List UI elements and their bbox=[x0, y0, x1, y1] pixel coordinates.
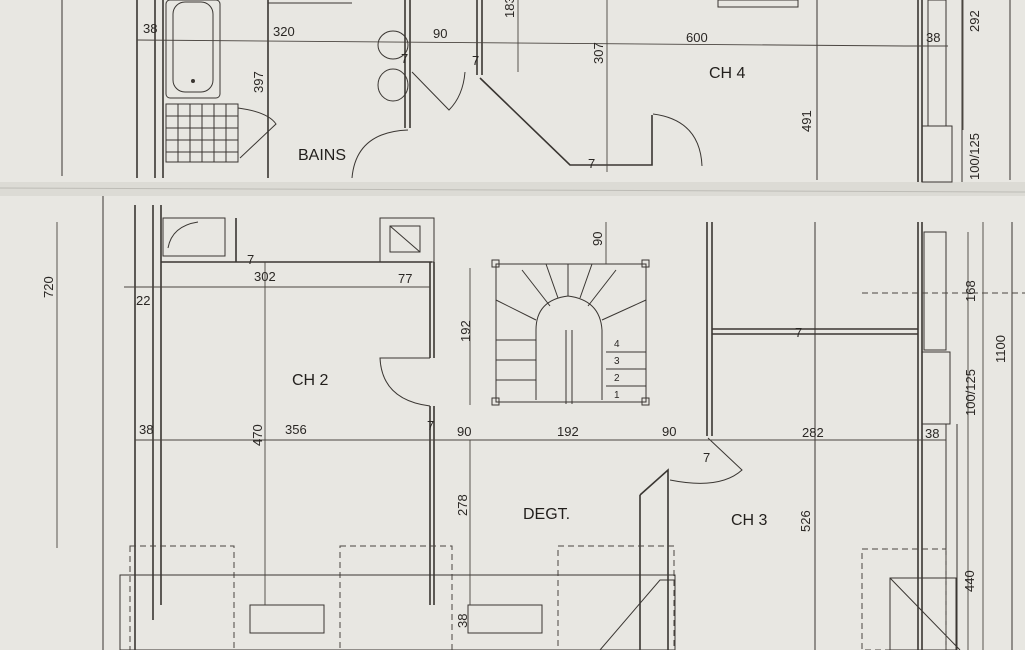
lower-plan: 720 302 77 22 192 90 38 470 356 90 192 9… bbox=[41, 196, 1025, 650]
bathtub bbox=[165, 0, 221, 99]
dim-label: 470 bbox=[250, 424, 265, 446]
dim-label: 307 bbox=[591, 42, 606, 64]
dim-label: 1100 bbox=[993, 335, 1008, 363]
dim-label: 440 bbox=[962, 570, 977, 592]
dim-label: 292 bbox=[967, 10, 982, 32]
room-label-ch3: CH 3 bbox=[731, 512, 768, 529]
dim-label: 100/125 bbox=[967, 133, 982, 180]
closet-door bbox=[411, 71, 466, 111]
dim-label: 77 bbox=[398, 271, 412, 286]
dim-label: 356 bbox=[285, 422, 307, 437]
dim-label: 7 bbox=[472, 53, 479, 68]
dim-label: 491 bbox=[799, 110, 814, 132]
stair-step-number: 2 bbox=[614, 373, 620, 384]
dim-label: 7 bbox=[588, 156, 595, 171]
dim-label: 38 bbox=[139, 422, 153, 437]
dim-label: 90 bbox=[433, 26, 447, 41]
dim-label: 192 bbox=[557, 424, 579, 439]
stair-step-number: 3 bbox=[614, 356, 620, 367]
windows bbox=[119, 545, 961, 650]
dim-label: 38 bbox=[455, 614, 470, 628]
shower bbox=[162, 217, 226, 257]
room-label-bains: BAINS bbox=[298, 147, 346, 164]
stair-step-number: 4 bbox=[614, 339, 620, 350]
dim-label: 282 bbox=[802, 425, 824, 440]
dim-label: 7 bbox=[795, 325, 802, 340]
dim-label: 720 bbox=[41, 276, 56, 298]
dim-label: 526 bbox=[798, 510, 813, 532]
dim-label: 100/125 bbox=[963, 369, 978, 416]
room-label-ch4: CH 4 bbox=[709, 65, 746, 82]
dim-label: 38 bbox=[143, 21, 157, 36]
dim-label: 90 bbox=[457, 424, 471, 439]
dim-label: 7 bbox=[427, 418, 434, 433]
dim-label: 7 bbox=[247, 252, 254, 267]
stair-step-number: 1 bbox=[614, 390, 620, 401]
room-label-degt: DEGT. bbox=[523, 506, 570, 523]
staircase bbox=[491, 259, 650, 406]
upper-plan: 38 320 90 183 307 600 491 38 292 100/125… bbox=[61, 0, 1011, 183]
shower-tiles bbox=[165, 103, 277, 163]
dim-label: 7 bbox=[703, 450, 710, 465]
dim-label: 7 bbox=[401, 51, 408, 66]
sinks bbox=[377, 30, 409, 102]
dim-label: 22 bbox=[136, 293, 150, 308]
sheet-gap bbox=[0, 182, 1025, 196]
dim-label: 90 bbox=[590, 232, 605, 246]
dim-label: 600 bbox=[686, 30, 708, 45]
dim-label: 183 bbox=[502, 0, 517, 18]
dim-label: 320 bbox=[273, 24, 295, 39]
dim-label: 192 bbox=[458, 320, 473, 342]
room-label-ch2: CH 2 bbox=[292, 372, 329, 389]
dim-label: 278 bbox=[455, 494, 470, 516]
dim-label: 38 bbox=[925, 426, 939, 441]
dim-label: 90 bbox=[662, 424, 676, 439]
bains-door bbox=[351, 129, 409, 179]
dim-label: 168 bbox=[963, 280, 978, 302]
dim-label: 302 bbox=[254, 269, 276, 284]
dim-label: 38 bbox=[926, 30, 940, 45]
dim-label: 397 bbox=[251, 71, 266, 93]
